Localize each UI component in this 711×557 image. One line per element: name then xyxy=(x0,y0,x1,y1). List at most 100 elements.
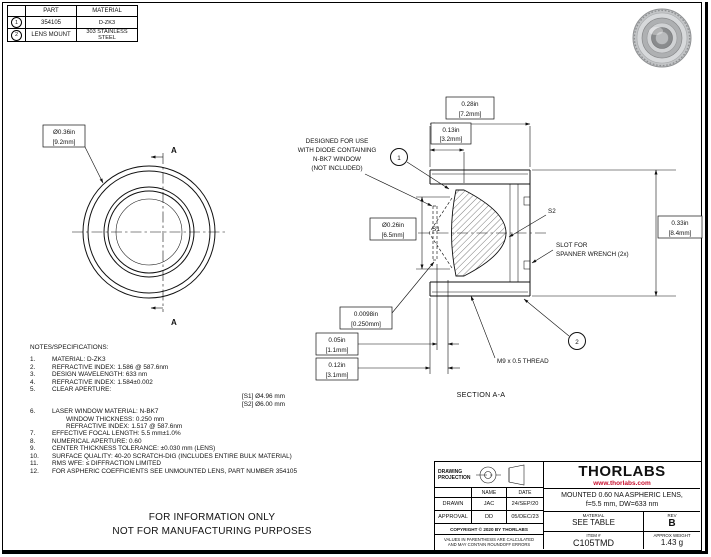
drawn-row: DRAWN JAC 24/SEP/20 xyxy=(435,498,544,511)
parts-header-blank xyxy=(7,5,26,17)
copyright-note: COPYRIGHT © 2020 BY THORLABS xyxy=(435,524,544,535)
note-number: 7. xyxy=(30,430,36,438)
note-text: MATERIAL: D-ZK3 xyxy=(52,356,106,364)
note-text: [S1] Ø4.96 mm xyxy=(242,393,285,401)
item-value: C105TMD xyxy=(572,538,614,548)
material-cell: 303 STAINLESS STEEL xyxy=(76,28,138,42)
third-angle-projection-icon xyxy=(475,464,524,485)
note-line: 8. NUMERICAL APERTURE: 0.60 xyxy=(30,438,435,445)
disclaimer-line1: FOR INFORMATION ONLY xyxy=(148,512,276,523)
weight-cell: APPROX WEIGHT 1.43 g xyxy=(644,532,700,549)
note-line: 7. EFFECTIVE FOCAL LENGTH: 5.5 mm±1.0% xyxy=(30,430,435,437)
thorlabs-logo: THORLABS xyxy=(578,463,666,480)
note-number xyxy=(30,401,52,408)
material-cell: MATERIAL SEE TABLE xyxy=(544,512,644,532)
note-line: REFRACTIVE INDEX: 1.517 @ 587.6nm xyxy=(30,423,435,430)
note-number: 6. xyxy=(30,408,36,416)
note-line: WINDOW THICKNESS: 0.250 mm xyxy=(30,416,435,423)
revision-cell: REV B xyxy=(644,512,700,532)
note-line: 10. SURFACE QUALITY: 40-20 SCRATCH-DIG (I… xyxy=(30,453,435,460)
note-text: REFRACTIVE INDEX: 1.586 @ 587.6nm xyxy=(52,363,169,371)
part-number-cell: LENS MOUNT xyxy=(25,28,77,42)
name-header: NAME xyxy=(471,488,506,497)
drawn-date: 24/SEP/20 xyxy=(506,498,543,510)
approval-row: APPROVAL DD 05/DEC/23 xyxy=(435,511,544,524)
drawn-name: JAC xyxy=(471,498,506,510)
note-text: SURFACE QUALITY: 40-20 SCRATCH-DIG (INCL… xyxy=(52,452,292,460)
note-line: 6. LASER WINDOW MATERIAL: N-BK7 xyxy=(30,408,435,415)
note-line: 12. FOR ASPHERIC COEFFICIENTS SEE UNMOUNT… xyxy=(30,468,435,475)
rev-label: REV xyxy=(667,513,677,518)
sheet-edge-right xyxy=(705,2,708,554)
sheet-border xyxy=(2,2,702,551)
disclaimer: FOR INFORMATION ONLY NOT FOR MANUFACTURI… xyxy=(72,511,352,538)
note-text: REFRACTIVE INDEX: 1.517 @ 587.6nm xyxy=(66,423,183,431)
note-number: 9. xyxy=(30,445,36,453)
note-line: 11.RMS WFE: ≤ DIFFRACTION LIMITED xyxy=(30,460,435,467)
note-text: LASER WINDOW MATERIAL: N-BK7 xyxy=(52,408,159,416)
item-label: ITEM # xyxy=(586,533,601,538)
disclaimer-line2: NOT FOR MANUFACTURING PURPOSES xyxy=(112,525,312,537)
material-cell: D-ZK3 xyxy=(76,16,138,29)
note-line: 9. CENTER THICKNESS TOLERANCE: ±0.030 mm … xyxy=(30,445,435,452)
weight-label: APPROX WEIGHT xyxy=(653,533,691,538)
drawn-label: DRAWN xyxy=(442,501,464,507)
note-text: DESIGN WAVELENGTH: 633 nm xyxy=(52,371,148,379)
note-text: CLEAR APERTURE: xyxy=(52,386,112,394)
drawing-projection-cell: DRAWING PROJECTION xyxy=(435,462,544,488)
note-line: 1. MATERIAL: D-ZK3 xyxy=(30,356,435,363)
notes-specifications: NOTES/SPECIFICATIONS: 1.MATERIAL: D-ZK3 … xyxy=(30,344,435,475)
approval-label: APPROVAL xyxy=(438,514,468,520)
note-text: FOR ASPHERIC COEFFICIENTS SEE UNMOUNTED … xyxy=(52,467,298,475)
drawing-title-cell: MOUNTED 0.60 NA ASPHERIC LENS, f=5.5 mm,… xyxy=(544,489,700,512)
note-number xyxy=(30,393,52,400)
note-text: NUMERICAL APERTURE: 0.60 xyxy=(52,437,142,445)
note-text: REFRACTIVE INDEX: 1.584±0.002 xyxy=(52,378,153,386)
note-number: 12. xyxy=(30,467,39,475)
notes-title: NOTES/SPECIFICATIONS: xyxy=(30,344,109,351)
part-number-cell: 354105 xyxy=(25,16,77,29)
note-text: CENTER THICKNESS TOLERANCE: ±0.030 mm (L… xyxy=(52,445,216,453)
note-number xyxy=(30,416,52,423)
item-balloon-2: 2 xyxy=(11,29,22,41)
parts-material-table: PART MATERIAL 1 354105 D-ZK3 2 LENS MOUN… xyxy=(7,5,138,42)
note-text: EFFECTIVE FOCAL LENGTH: 5.5 mm±1.0% xyxy=(52,430,181,438)
projection-label-line2: PROJECTION xyxy=(438,474,471,481)
parts-header-row: PART MATERIAL xyxy=(7,5,138,17)
approval-date: 05/DEC/23 xyxy=(506,511,543,523)
note-number: 8. xyxy=(30,437,36,445)
note-line: 5. CLEAR APERTURE: xyxy=(30,386,435,393)
weight-value: 1.43 g xyxy=(660,538,684,547)
note-number: 3. xyxy=(30,371,36,379)
note-number: 11. xyxy=(30,460,39,468)
note-number: 10. xyxy=(30,452,39,460)
approval-name: DD xyxy=(471,511,506,523)
table-row: 1 354105 D-ZK3 xyxy=(7,16,138,29)
date-header: DATE xyxy=(506,488,543,497)
values-note: VALUES IN PARENTHESIS ARE CALCULATED AND… xyxy=(435,535,544,549)
name-date-header-row: NAME DATE xyxy=(435,488,544,498)
title-block: DRAWING PROJECTION NAME DATE DRAWN JAC 2… xyxy=(434,461,702,551)
note-line: 3. DESIGN WAVELENGTH: 633 nm xyxy=(30,371,435,378)
rev-value: B xyxy=(668,518,676,529)
item-number-cell: ITEM # C105TMD xyxy=(544,532,644,549)
note-line: 4. REFRACTIVE INDEX: 1.584±0.002 xyxy=(30,379,435,386)
note-text: [S2] Ø6.00 mm xyxy=(242,400,285,408)
drawing-title-line1: MOUNTED 0.60 NA ASPHERIC LENS, xyxy=(561,492,683,499)
note-line: [S2] Ø6.00 mm xyxy=(30,401,435,408)
material-label: MATERIAL xyxy=(582,513,605,518)
parts-header-part: PART xyxy=(25,5,77,17)
note-line: 2. REFRACTIVE INDEX: 1.586 @ 587.6nm xyxy=(30,364,435,371)
projection-label-line1: DRAWING xyxy=(438,468,463,475)
note-number: 4. xyxy=(30,378,36,386)
note-line: [S1] Ø4.96 mm xyxy=(30,393,435,400)
thorlabs-logo-cell: THORLABS www.thorlabs.com xyxy=(544,462,700,489)
item-balloon-1: 1 xyxy=(11,17,22,28)
note-number xyxy=(30,423,52,430)
note-number: 1. xyxy=(30,356,36,364)
note-number: 5. xyxy=(30,386,36,394)
sheet-edge-bottom xyxy=(2,551,707,554)
thorlabs-website: www.thorlabs.com xyxy=(593,480,651,487)
note-number: 2. xyxy=(30,363,36,371)
